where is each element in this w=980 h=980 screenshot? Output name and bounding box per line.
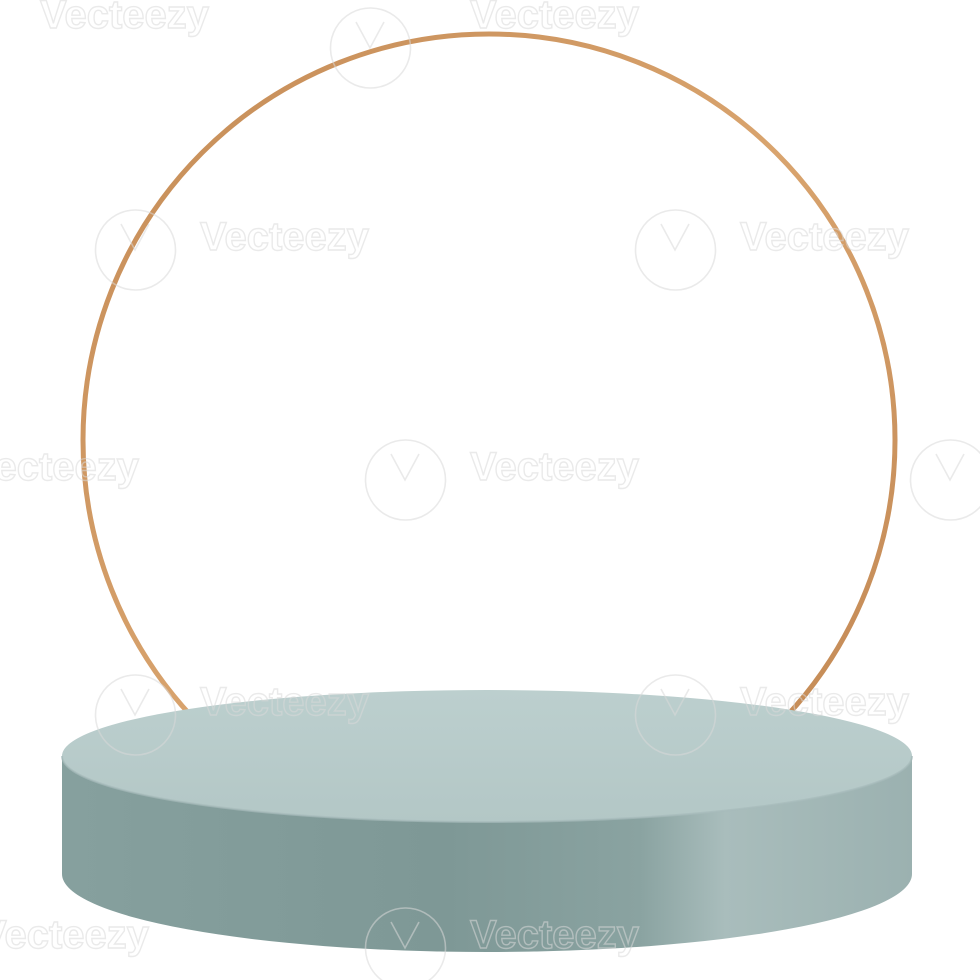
watermark-5: Vecteezy [0,444,140,489]
watermark-text: Vecteezy [740,215,910,259]
watermark-10: Vecteezy [0,912,150,957]
watermark-text: Vecteezy [0,913,150,957]
vecteezy-logo-icon [94,674,177,756]
watermark-text: Vecteezy [40,0,210,37]
vecteezy-logo-icon [364,439,447,521]
watermark-text: Vecteezy [0,445,140,489]
vecteezy-logo-icon [634,674,717,756]
podium-top [62,690,912,822]
watermark-9: Vecteezy [634,674,910,756]
vecteezy-logo-icon [94,209,177,291]
watermark-text: Vecteezy [200,680,370,724]
vecteezy-logo-icon [329,7,412,89]
watermark-8: Vecteezy [94,674,370,756]
vecteezy-logo-icon [909,439,980,521]
watermark-7 [909,439,980,521]
watermark-4: Vecteezy [634,209,910,291]
watermark-text: Vecteezy [470,445,640,489]
watermark-11: Vecteezy [364,907,640,980]
podium [61,690,913,952]
watermark-2: Vecteezy [329,0,640,89]
watermark-text: Vecteezy [740,680,910,724]
watermark-6: Vecteezy [364,439,640,521]
watermark-text: Vecteezy [200,215,370,259]
watermark-text: Vecteezy [470,0,640,37]
podium-top-edge [61,755,913,823]
watermark-1: Vecteezy [39,0,210,38]
vecteezy-logo-icon [634,209,717,291]
watermark-3: Vecteezy [94,209,370,291]
watermark-text: Vecteezy [470,913,640,957]
vecteezy-logo-icon [364,907,447,980]
